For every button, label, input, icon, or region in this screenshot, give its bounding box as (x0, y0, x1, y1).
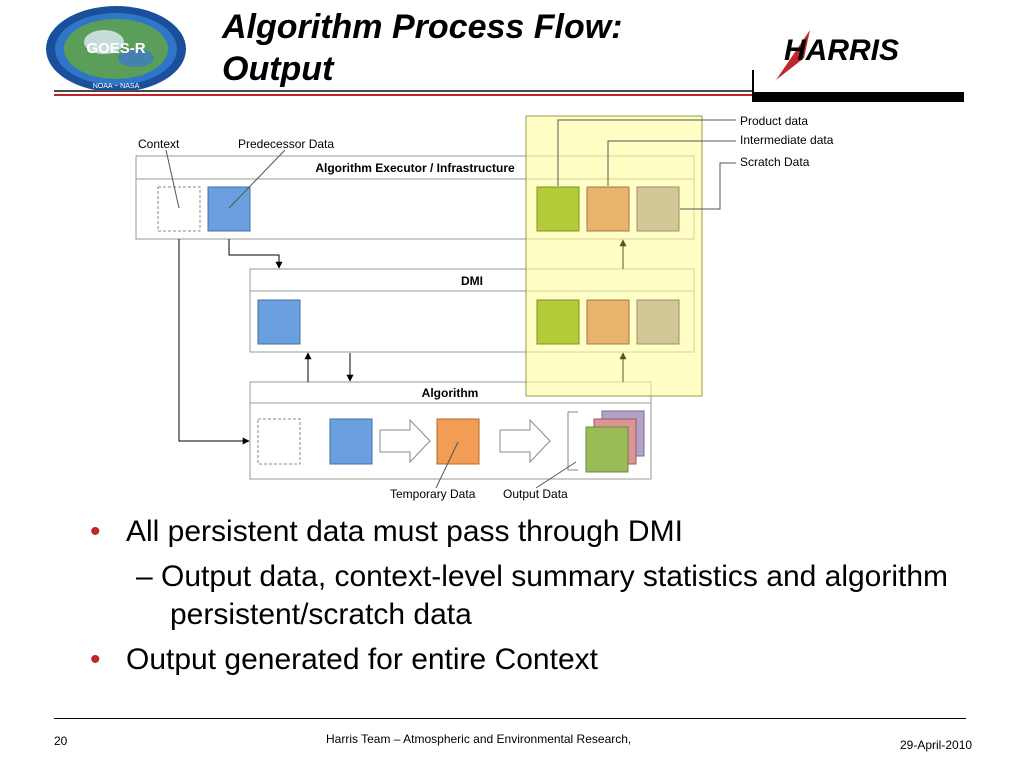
temporary-data-label: Temporary Data (390, 487, 476, 501)
goes-r-logo: GOES-R NOAA ~ NASA (46, 6, 186, 92)
intermediate-data-label: Intermediate data (740, 133, 834, 147)
process-flow-diagram: Algorithm Executor / Infrastructure DMI … (135, 114, 834, 501)
temporary-data-square (436, 418, 480, 465)
callout-line (535, 461, 577, 489)
executor-scratch-square (636, 186, 680, 232)
sub-bullet-item: – Output data, context-level summary sta… (90, 558, 990, 634)
context-square (157, 186, 201, 232)
scratch-data-label: Scratch Data (740, 155, 810, 169)
slide-title: Algorithm Process Flow: Output (222, 6, 742, 90)
output-data-label: Output Data (503, 487, 568, 501)
output-bracket (567, 411, 578, 471)
predecessor-square (207, 186, 251, 232)
goes-r-logo-text: GOES-R (86, 40, 145, 57)
callout-line (228, 149, 286, 209)
executor-box-label: Algorithm Executor / Infrastructure (315, 161, 515, 175)
sub-bullet-text: Output data, context-level summary stati… (161, 560, 949, 631)
executor-intermediate-square (586, 186, 630, 232)
harris-swoosh-icon (776, 30, 810, 80)
bullet-item: • Output generated for entire Context (90, 642, 990, 678)
footer-date: 29-April-2010 (900, 738, 973, 752)
executor-product-square (536, 186, 580, 232)
title-rule-red (54, 94, 754, 96)
process-arrow-icon (379, 418, 431, 464)
dmi-product-square (536, 299, 580, 345)
algorithm-box-label: Algorithm (422, 386, 479, 400)
footer-rule (54, 718, 966, 719)
output-green-square (585, 426, 629, 473)
bullet-list: • All persistent data must pass through … (90, 514, 990, 686)
page-number: 20 (54, 734, 68, 748)
callout-line (607, 140, 736, 186)
goes-r-ring-text: NOAA ~ NASA (93, 83, 140, 90)
harris-logo-text: HARRIS (784, 34, 899, 67)
callout-line (165, 149, 180, 209)
bullet-text: Output generated for entire Context (126, 643, 598, 676)
title-rule-vertical (752, 70, 754, 92)
connector-arrow (178, 239, 250, 445)
product-data-label: Product data (740, 114, 808, 128)
connector-arrow (228, 239, 283, 269)
footer-credit: Harris Team – Atmospheric and Environmen… (326, 732, 632, 746)
title-line-1: Algorithm Process Flow: (222, 8, 623, 46)
callout-line (435, 441, 459, 489)
algorithm-context-square (257, 418, 301, 465)
process-arrow-icon (499, 418, 551, 464)
dmi-box-label: DMI (461, 274, 483, 288)
title-rule-dark (54, 90, 754, 92)
dmi-scratch-square (636, 299, 680, 345)
callout-line (557, 119, 736, 186)
persistent-data-highlight (525, 115, 703, 397)
title-rule-black-bar (752, 92, 964, 102)
harris-logo: HARRIS (776, 30, 899, 80)
sub-bullet-dash: – (136, 560, 153, 593)
predecessor-label: Predecessor Data (238, 137, 334, 151)
bullet-dot: • (90, 515, 101, 548)
bullet-text: All persistent data must pass through DM… (126, 515, 683, 548)
bullet-item: • All persistent data must pass through … (90, 514, 990, 550)
bullet-dot: • (90, 643, 101, 676)
algorithm-input-square (329, 418, 373, 465)
dmi-predecessor-square (257, 299, 301, 345)
callout-line (680, 162, 736, 210)
title-line-2: Output (222, 50, 334, 88)
context-label: Context (138, 137, 180, 151)
dmi-intermediate-square (586, 299, 630, 345)
